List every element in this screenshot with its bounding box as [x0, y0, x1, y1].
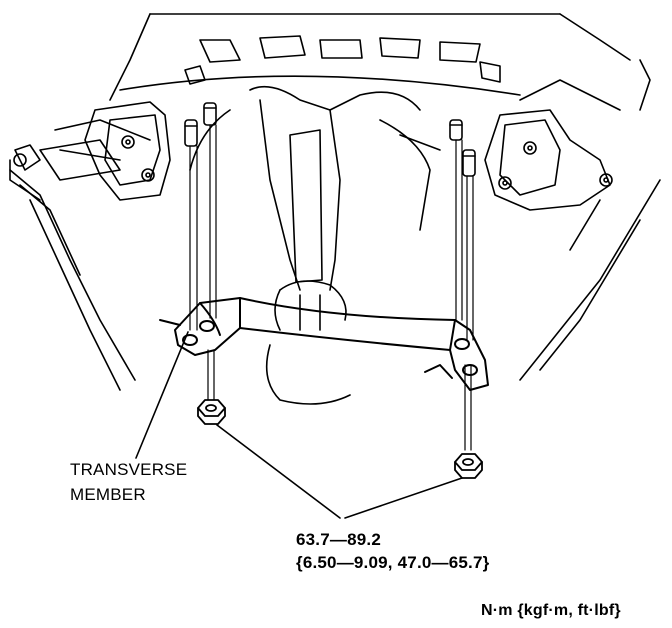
- part-label-line1: TRANSVERSE: [70, 460, 188, 479]
- transverse-member: [160, 298, 488, 390]
- right-frame-rail: [520, 60, 660, 380]
- underbody-outline: [110, 14, 630, 100]
- left-engine-mount: [14, 102, 170, 200]
- flange-nuts: [198, 400, 482, 478]
- left-flange-nut: [198, 400, 225, 424]
- torque-value-nm: 63.7—89.2: [296, 530, 381, 549]
- transmission-body: [190, 87, 440, 404]
- right-engine-mount: [485, 110, 612, 210]
- torque-value-alt-units: {6.50—9.09, 47.0—65.7}: [296, 553, 490, 572]
- torque-units-legend: N·m {kgf·m, ft·lbf}: [481, 602, 621, 619]
- right-flange-nut: [455, 454, 482, 478]
- part-label-line2: MEMBER: [70, 485, 146, 504]
- left-frame-rail: [10, 120, 150, 390]
- leader-lines: [136, 332, 462, 518]
- alignment-lines: [190, 125, 473, 450]
